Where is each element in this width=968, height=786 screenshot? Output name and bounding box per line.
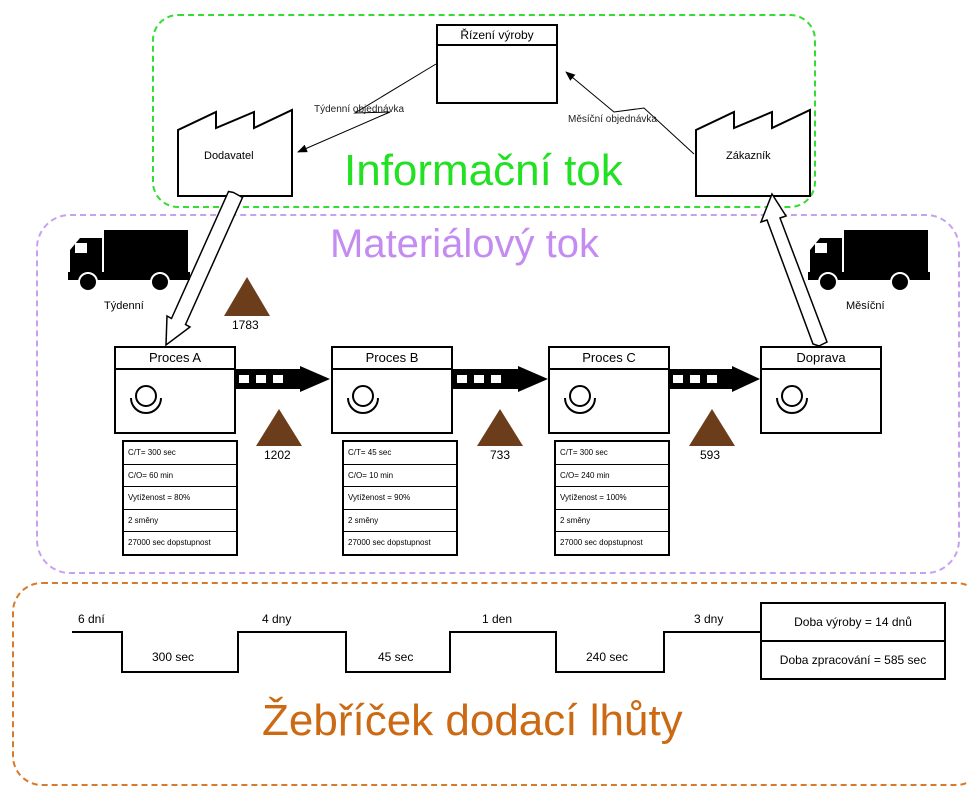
processing-time-total: Doba zpracování = 585 sec [779,653,927,667]
processing-time-label: 45 sec [378,650,414,664]
weekly-order-arrow [297,63,437,153]
inventory-label: 1783 [232,318,259,332]
supplier-truck-label: Týdenní [104,300,144,312]
data-box-row: Vytíženost = 90% [344,487,456,510]
inventory-label: 1202 [264,448,291,462]
customer-shipment-arrow [759,192,828,347]
operator-icon [130,385,162,414]
inventory-triangle-icon [256,409,302,446]
process-name: Proces B [333,348,451,370]
weekly-order-label: Týdenní objednávka [314,104,405,115]
material-flow-region [36,214,960,574]
data-box-row: C/T= 300 sec [124,442,236,465]
data-box-row: 2 směny [344,510,456,532]
wait-time-label: 4 dny [262,612,292,626]
push-arrow-c-doprava [666,366,760,392]
operator-icon [347,385,379,414]
inventory-triangle-icon [224,277,270,316]
processing-time-label: 240 sec [586,650,629,664]
data-box-c: C/T= 300 sec C/O= 240 min Vytíženost = 1… [554,440,670,556]
lead-time-title: Žebříček dodací lhůty [262,696,683,745]
data-box-row: C/O= 240 min [556,465,668,487]
data-box-row: Vytíženost = 80% [124,487,236,510]
inventory-triangle-icon [477,409,523,446]
data-box-row: 2 směny [556,510,668,532]
monthly-order-arrow [565,71,695,155]
customer-truck-icon [808,230,930,292]
data-box-row: C/O= 10 min [344,465,456,487]
process-box-b: Proces B [331,346,453,434]
data-box-b: C/T= 45 sec C/O= 10 min Vytíženost = 90%… [342,440,458,556]
process-name: Doprava [762,348,880,370]
wait-time-label: 1 den [482,612,513,626]
supplier-truck-icon [68,230,190,292]
supplier-factory-icon [177,108,293,197]
process-name: Proces C [550,348,668,370]
production-control-box: Řízení výroby [436,24,558,104]
monthly-order-label: Měsíční objednávka [568,114,657,125]
process-name: Proces A [116,348,234,370]
process-box-a: Proces A [114,346,236,434]
customer-label: Zákazník [726,150,771,162]
process-box-doprava: Doprava [760,346,882,434]
customer-truck-label: Měsíční [846,300,885,312]
supplier-shipment-arrow [165,190,244,347]
customer-factory-icon [695,108,811,197]
production-lead-time: Doba výroby = 14 dnů [762,604,944,642]
data-box-row: 27000 sec dopstupnost [128,538,211,547]
push-arrow-b-c [450,366,548,392]
wait-time-label: 3 dny [694,612,724,626]
data-box-row: 27000 sec dopstupnost [348,538,431,547]
push-arrow-a-b [232,366,330,392]
information-flow-title: Informační tok [344,146,623,195]
operator-icon [564,385,596,414]
data-box-row: Vytíženost = 100% [556,487,668,510]
supplier-label: Dodavatel [204,150,254,162]
inventory-label: 733 [490,448,511,462]
data-box-row: C/T= 45 sec [344,442,456,465]
lead-time-summary: Doba výroby = 14 dnů Doba zpracování = 5… [760,602,946,680]
diagram-connectors [68,63,930,673]
inventory-triangle-icon [689,409,735,446]
inventory-label: 593 [700,448,721,462]
data-box-row: C/T= 300 sec [556,442,668,465]
information-flow-region [152,14,816,208]
data-box-row: C/O= 60 min [124,465,236,487]
process-box-c: Proces C [548,346,670,434]
data-box-row: 27000 sec dopstupnost [560,538,643,547]
production-control-label: Řízení výroby [438,26,556,46]
operator-icon [776,385,808,414]
processing-time-label: 300 sec [152,650,195,664]
wait-time-label: 6 dní [78,612,105,626]
data-box-row: 2 směny [124,510,236,532]
material-flow-title: Materiálový tok [330,222,599,266]
data-box-a: C/T= 300 sec C/O= 60 min Vytíženost = 80… [122,440,238,556]
lead-time-ladder [72,631,760,673]
